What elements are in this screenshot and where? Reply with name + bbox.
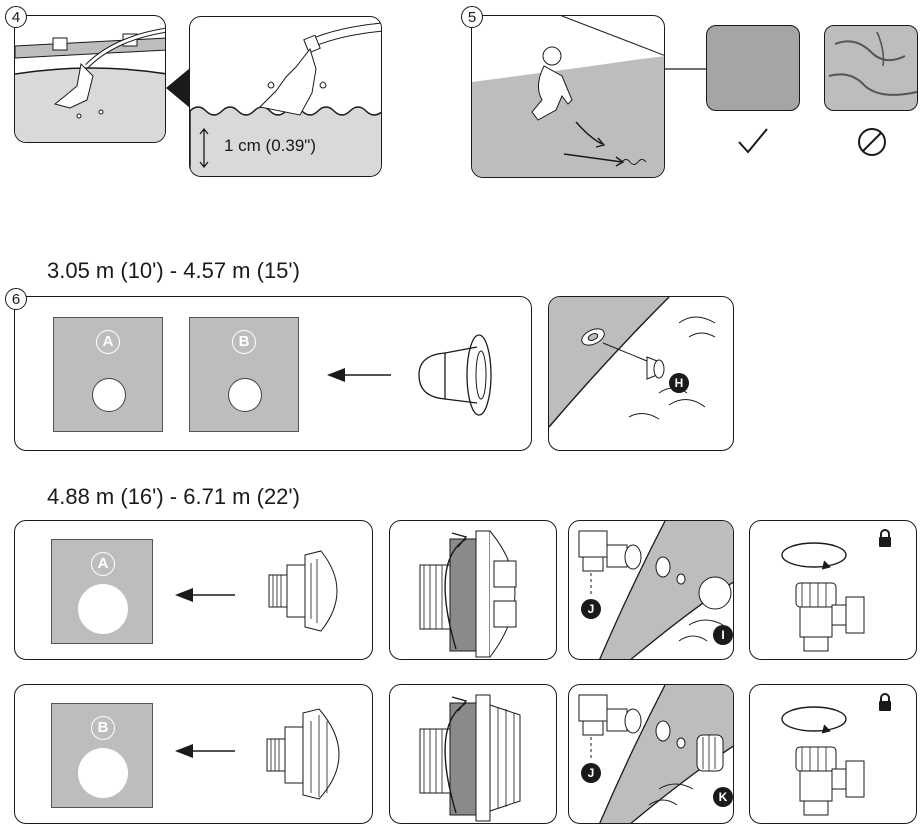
label-k-badge: K [713, 787, 733, 807]
liner-opening-a-large: A [51, 539, 153, 644]
fill-pool-overview-illustration [15, 27, 165, 142]
step-5-smooth-liner-panel [471, 15, 665, 178]
lock-valve-illustration-b [781, 706, 865, 816]
hole-a-large [78, 584, 128, 634]
smooth-liner-sample [706, 25, 800, 111]
row-b-lock-panel [749, 684, 917, 824]
hole-a [92, 378, 126, 412]
lock-valve-illustration-a [781, 542, 865, 652]
liner-opening-a: A [53, 317, 163, 432]
label-h-badge: H [669, 373, 689, 393]
row-b-assembly-panel: J K [568, 684, 734, 824]
step-6-number: 6 [5, 288, 27, 310]
label-a-badge-large: A [91, 552, 115, 576]
lock-icon [879, 529, 891, 547]
label-j-badge-b: J [581, 763, 601, 783]
water-depth-illustration [190, 22, 381, 176]
label-i-badge: I [713, 625, 733, 645]
inlet-fitting-icon-a [268, 550, 338, 632]
arrow-left-icon-a [175, 588, 235, 602]
label-j-badge-a: J [581, 599, 601, 619]
step-6-install-h-panel: H [548, 296, 734, 451]
row-b-tighten-panel [389, 684, 557, 824]
step-4-overview-panel [14, 15, 166, 143]
large-pool-size-heading: 4.88 m (16') - 6.71 m (22') [47, 484, 300, 509]
connector-line [665, 68, 709, 70]
tighten-fitting-illustration-a [419, 530, 517, 658]
zoom-pointer [166, 68, 190, 108]
row-b-liner-panel: B [14, 684, 373, 824]
assembly-k-illustration [578, 685, 733, 823]
step-5-number: 5 [461, 6, 483, 28]
assembly-i-illustration [578, 521, 733, 659]
step-4-number: 4 [5, 6, 27, 28]
water-depth-label: 1 cm (0.39") [224, 136, 317, 155]
liner-opening-b: B [189, 317, 299, 432]
step-4-detail-panel: 1 cm (0.39") [189, 16, 382, 177]
row-a-liner-panel: A [14, 520, 373, 660]
checkmark-icon [738, 128, 768, 154]
prohibited-icon [858, 128, 886, 156]
hole-b-large [78, 748, 128, 798]
row-a-lock-panel [749, 520, 917, 660]
wrinkle-lines [828, 31, 917, 96]
tighten-fitting-illustration-b [419, 694, 521, 822]
arrow-left-icon-b [175, 744, 235, 758]
arrow-left-icon [327, 368, 391, 382]
lock-icon-b [879, 693, 891, 711]
liner-opening-b-large: B [51, 703, 153, 808]
row-a-assembly-panel: J I [568, 520, 734, 660]
label-b-badge: B [232, 330, 256, 354]
wrinkled-liner-sample [824, 25, 918, 111]
install-h-illustration [549, 297, 716, 428]
small-pool-size-heading: 3.05 m (10') - 4.57 m (15') [47, 258, 300, 283]
label-b-badge-large: B [91, 716, 115, 740]
smooth-liner-illustration [472, 16, 664, 177]
label-a-badge: A [96, 330, 120, 354]
inlet-fitting-icon-b [266, 708, 340, 800]
row-a-tighten-panel [389, 520, 557, 660]
step-6-strainer-panel: A B [14, 296, 532, 451]
strainer-fitting-icon [418, 334, 492, 416]
hole-b [228, 378, 262, 412]
